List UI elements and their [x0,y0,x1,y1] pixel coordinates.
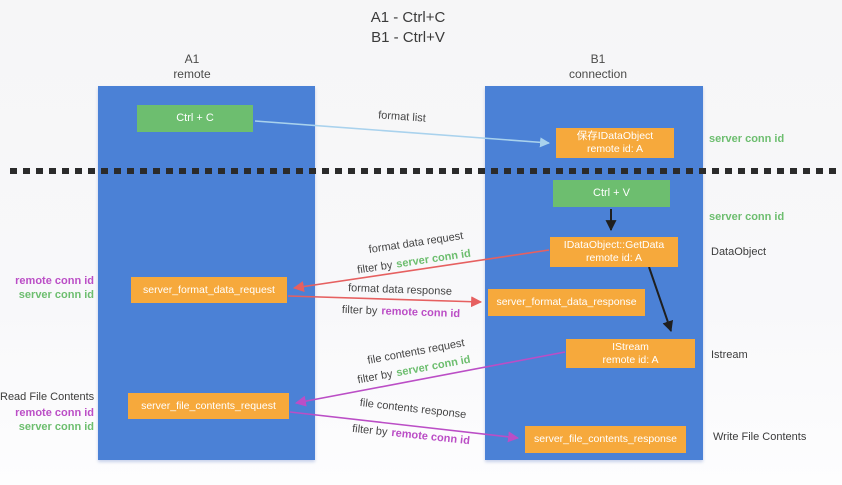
label-read-file-contents: Read File Contents [0,391,95,403]
column-b1-role: connection [568,67,628,81]
node-istream: IStream remote id: A [566,339,695,368]
column-a1-name: A1 [184,52,200,66]
label-remote-conn-id-file: remote conn id [15,407,94,419]
label-istream: Istream [711,349,748,361]
filter-by-text: filter by [341,303,378,318]
node-save-dataobject-line1: 保存IDataObject [576,130,654,142]
node-ctrl-c-label: Ctrl + C [176,112,214,124]
node-server-file-contents-request: server_file_contents_request [128,393,289,419]
label-server-conn-id-format: server conn id [18,289,94,301]
node-ctrl-v-label: Ctrl + V [593,187,630,199]
node-file-request-label: server_file_contents_request [141,399,276,412]
column-header-a1: A1 remote [102,52,282,82]
node-istream-line2: remote id: A [602,353,659,366]
file-contents-request-arrow [294,351,566,407]
node-file-response-label: server_file_contents_response [533,433,677,445]
column-header-b1: B1 connection [508,52,688,82]
node-format-response-label: server_format_data_response [496,296,637,308]
label-write-file-contents: Write File Contents [713,431,807,443]
column-a1-role: remote [173,67,211,81]
title-line-b1: B1 - Ctrl+V [371,29,445,46]
diagram-title: A1 - Ctrl+C B1 - Ctrl+V [371,8,446,48]
label-server-conn-id-file: server conn id [18,421,94,433]
node-istream-line1: IStream [612,340,649,353]
format-data-request-arrow [292,249,550,292]
node-server-file-contents-response: server_file_contents_response [525,426,686,453]
node-idataobject-getdata: IDataObject::GetData remote id: A [550,237,678,267]
node-server-format-data-response: server_format_data_response [488,289,645,316]
label-server-conn-id-mid: server conn id [709,211,785,223]
node-getdata-line1: IDataObject::GetData [563,239,665,251]
column-b1-name: B1 [590,52,606,66]
format-data-response-arrow [287,295,483,308]
node-save-dataobject-line2: remote id: A [586,143,644,155]
label-remote-conn-id-format: remote conn id [15,275,94,287]
node-format-request-label: server_format_data_request [143,283,275,296]
node-server-format-data-request: server_format_data_request [131,277,287,303]
file-contents-response-arrow [289,411,520,443]
label-dataobject: DataObject [711,246,767,258]
node-getdata-line2: remote id: A [585,252,643,264]
label-server-conn-id-top: server conn id [709,133,785,145]
node-save-dataobject: 保存IDataObject remote id: A [556,128,674,158]
format-list-arrow [254,120,550,148]
getdata-to-istream-arrow [648,266,673,333]
node-ctrl-v: Ctrl + V [553,180,670,207]
title-line-a1: A1 - Ctrl+C [370,9,446,26]
node-ctrl-c: Ctrl + C [137,105,253,132]
